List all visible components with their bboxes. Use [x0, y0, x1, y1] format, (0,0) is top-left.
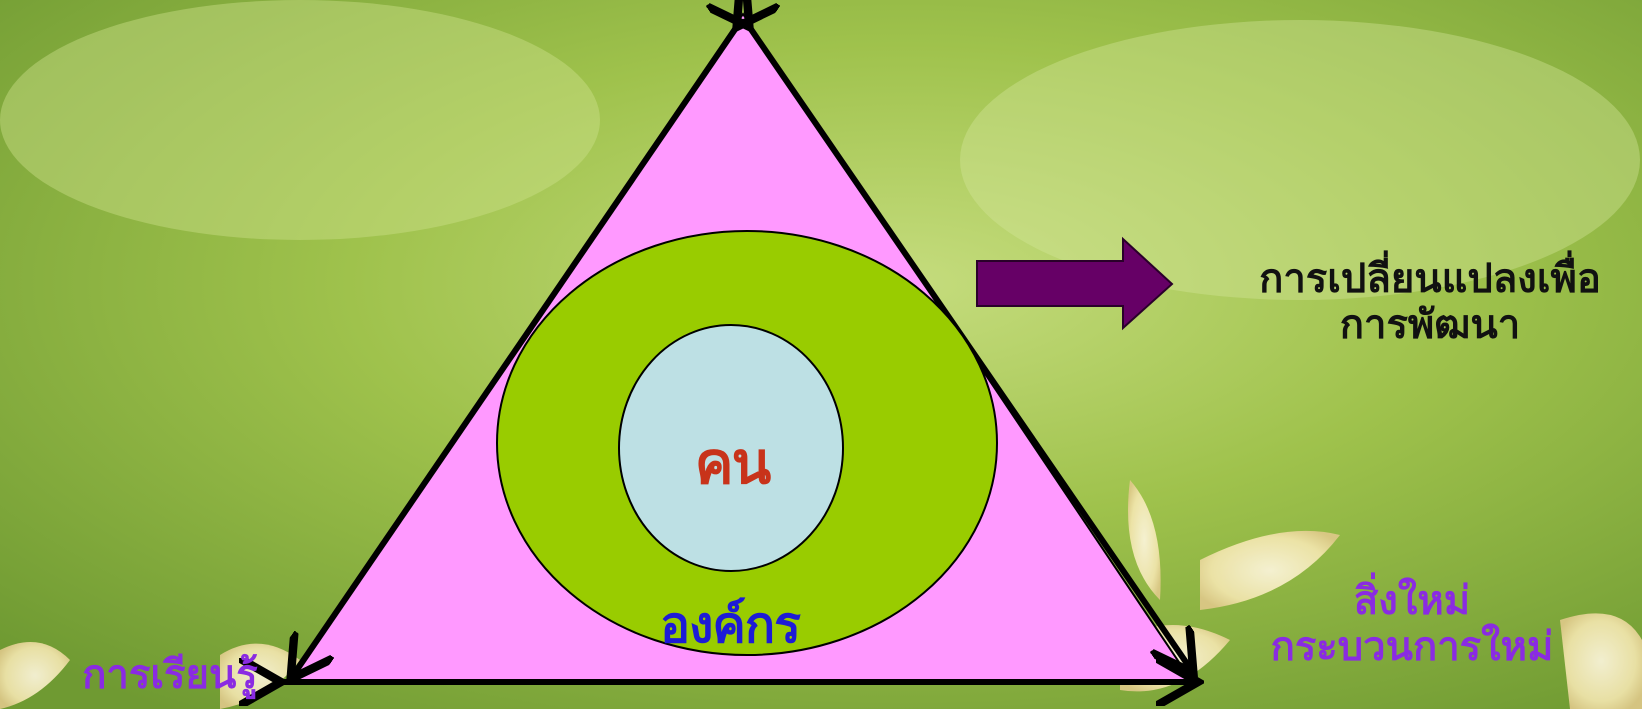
left-edge-arrow: [294, 22, 740, 674]
goal-label-line-2: การพัฒนา: [1339, 301, 1521, 348]
innovation-label-line-2: กระบวนการใหม่: [1270, 623, 1554, 670]
right-arrow-icon: [976, 236, 1174, 331]
background-blur: [0, 0, 600, 240]
goal-label-line-1: การเปลี่ยนแปลงเพื่อ: [1259, 255, 1601, 302]
people-label: คน: [694, 429, 771, 497]
innovation-label-line-1: สิ่งใหม่: [1353, 577, 1471, 624]
learning-label: การเรียนรู้: [82, 651, 258, 698]
organization-label: องค์กร: [659, 595, 801, 654]
people-core: [618, 324, 844, 572]
goal-label: การเปลี่ยนแปลงเพื่อ การพัฒนา: [1220, 256, 1640, 348]
innovation-label: สิ่งใหม่ กระบวนการใหม่: [1212, 578, 1612, 670]
